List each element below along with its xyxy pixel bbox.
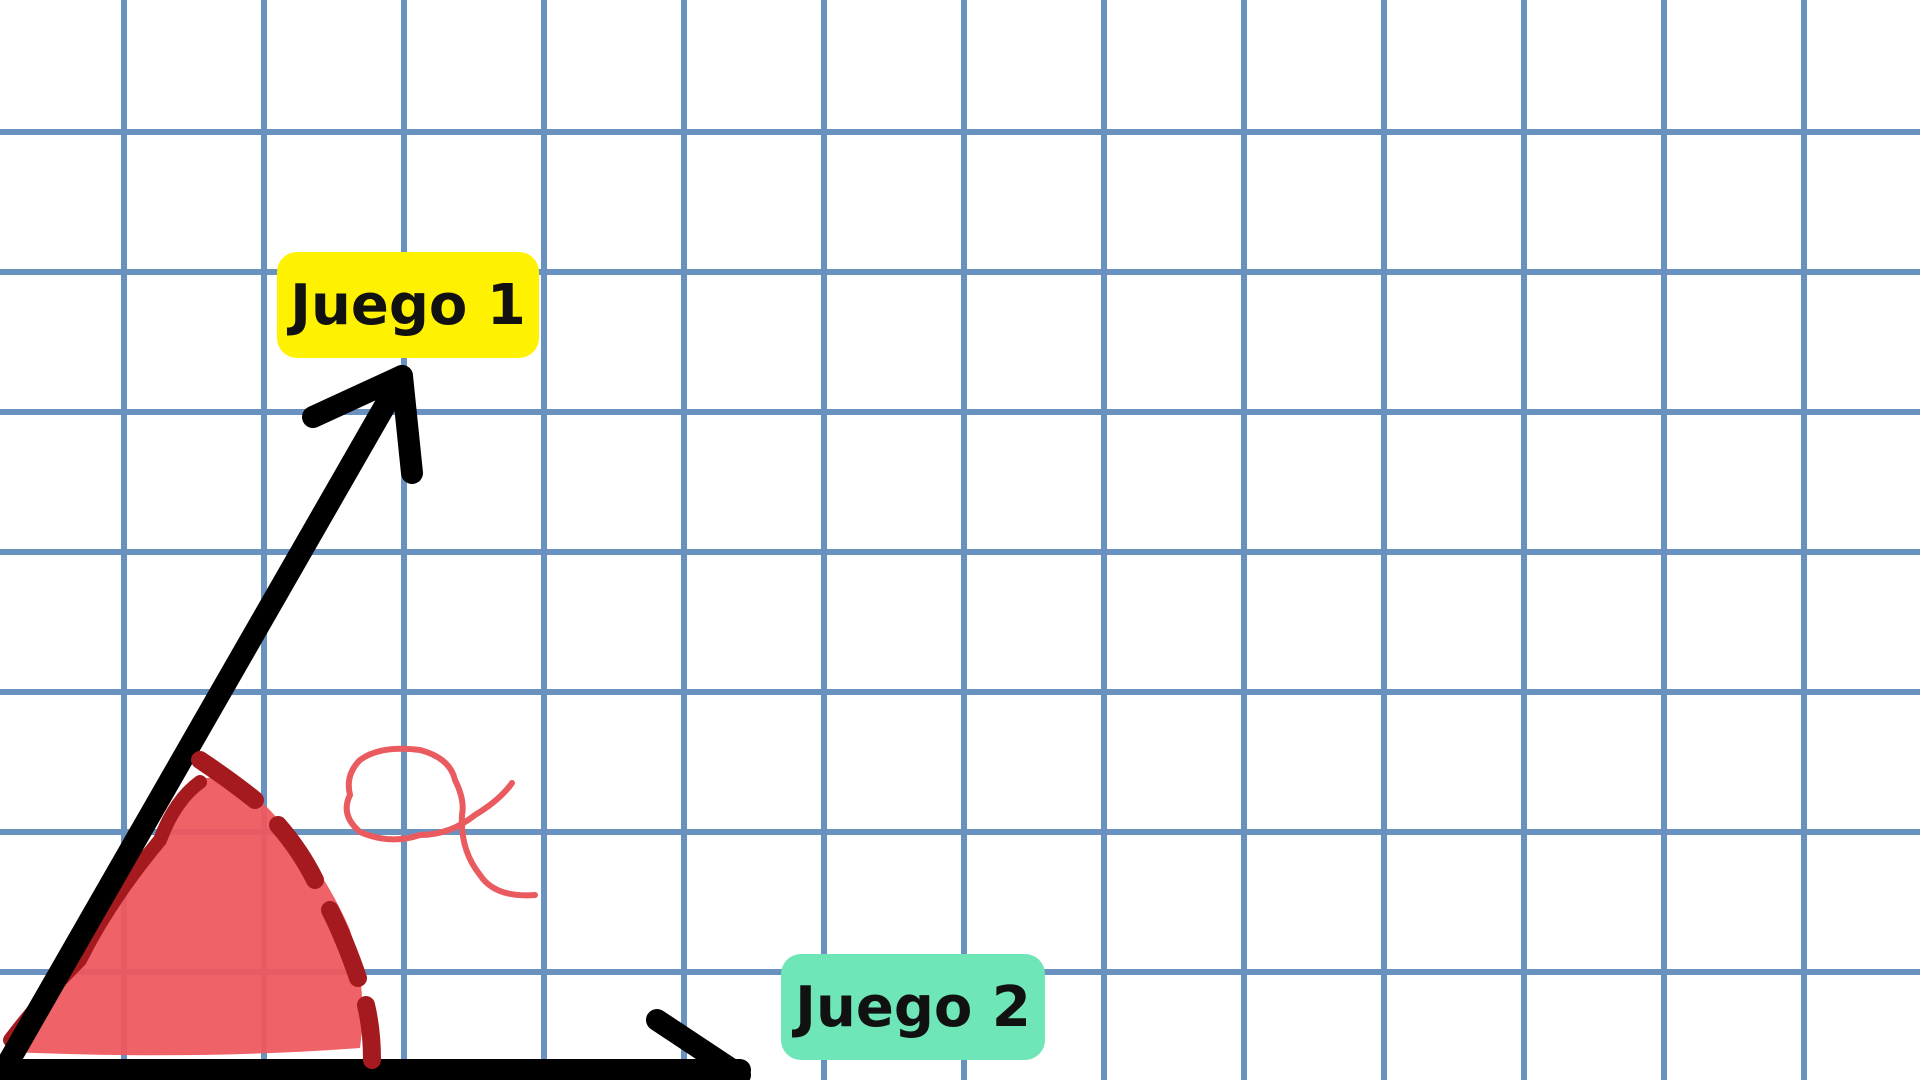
arrowhead-icon [646, 1009, 751, 1085]
vector-1-line [0, 365, 413, 1079]
vector-2-label: Juego 2 [781, 954, 1045, 1060]
arrowhead-icon [302, 365, 423, 484]
angle-arc [191, 751, 381, 1069]
vector-1-label: Juego 1 [277, 252, 539, 358]
angle-shading [8, 777, 363, 1056]
alpha-symbol [343, 745, 538, 899]
